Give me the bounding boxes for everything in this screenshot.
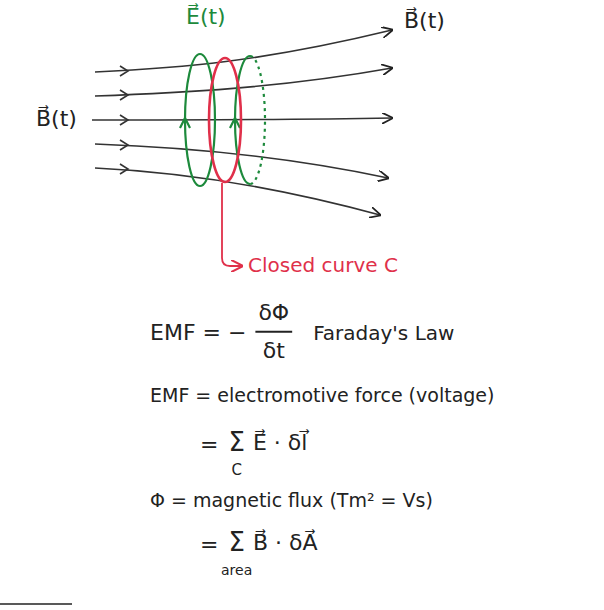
fraction-bar [255, 331, 292, 333]
sum-subscript: C [231, 462, 241, 479]
field-label: E⃗(t) [186, 4, 226, 29]
sum-symbol: Σ [228, 528, 244, 558]
equation-text: B⃗ · δA⃗ [253, 530, 318, 555]
sum-symbol: Σ [228, 428, 244, 458]
equation-denominator: δt [263, 338, 285, 363]
equation-numerator: δΦ [258, 300, 289, 325]
equation-text: = [200, 532, 218, 557]
equation-text: E⃗ · δl⃗ [253, 430, 307, 455]
equation-text: = [200, 432, 218, 457]
closed-curve [209, 58, 241, 182]
sum-subscript: area [221, 562, 252, 578]
leader-line [222, 183, 242, 266]
field-label: B⃗(t) [404, 8, 445, 33]
page-rule [0, 603, 72, 605]
curve-label: Closed curve C [248, 254, 398, 277]
field-label: B⃗(t) [36, 106, 77, 131]
field-lines [92, 30, 392, 215]
efield-loops [180, 54, 265, 186]
definition-text: EMF = electromotive force (voltage) [150, 385, 494, 407]
definition-text: Φ = magnetic flux (Tm² = Vs) [150, 490, 433, 512]
equation-text: EMF = − [150, 320, 246, 345]
law-name: Faraday's Law [313, 322, 454, 345]
